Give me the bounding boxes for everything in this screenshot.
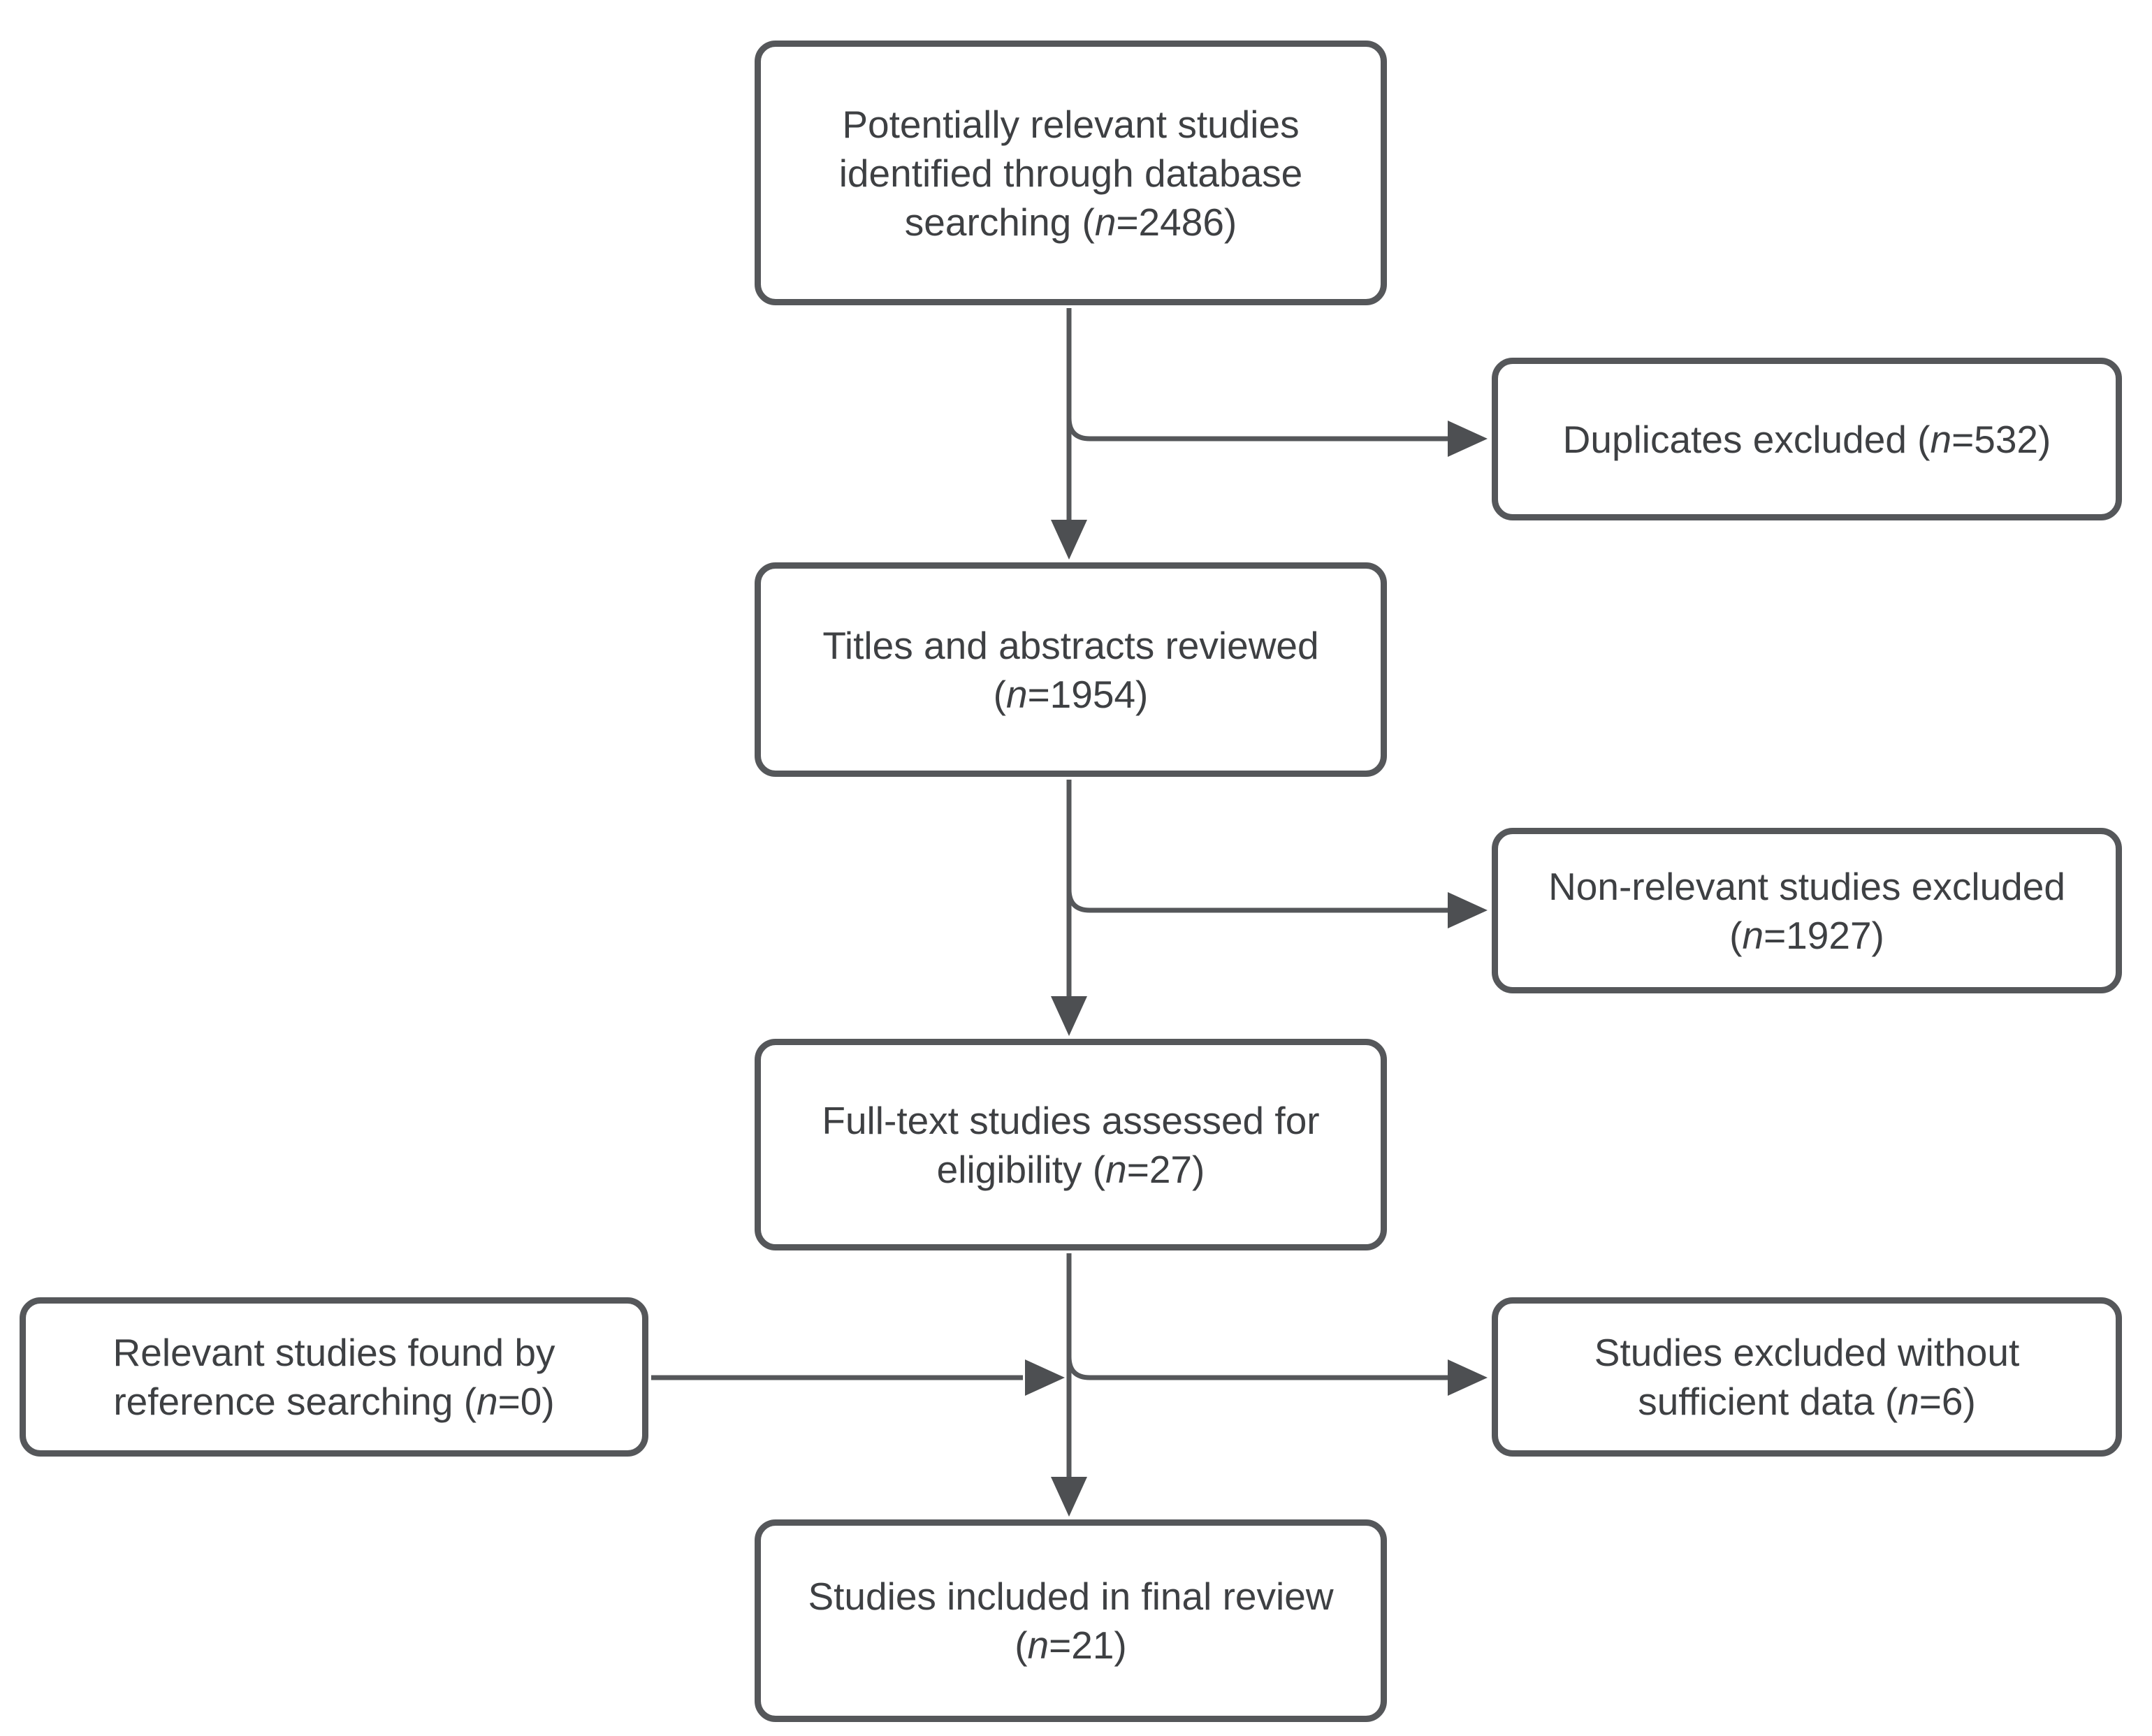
n-symbol: n xyxy=(477,1380,498,1423)
arrowhead-into-excluded xyxy=(1448,1359,1488,1396)
arrowhead-into-final xyxy=(1051,1477,1087,1517)
node-duplicates-excluded: Duplicates excluded (n=532) xyxy=(1492,358,2122,520)
node-fulltext-assessed: Full-text studies assessed for eligibili… xyxy=(755,1039,1387,1250)
node-count: =532) xyxy=(1951,417,2051,461)
node-label: Titles and abstracts reviewed (n=1954) xyxy=(804,621,1337,719)
node-text: Studies included in final review ( xyxy=(808,1575,1334,1667)
node-label: Non-relevant studies excluded (n=1927) xyxy=(1536,862,2077,960)
node-titles-abstracts-reviewed: Titles and abstracts reviewed (n=1954) xyxy=(755,562,1387,777)
connector-branch-duplicates xyxy=(1066,417,1451,442)
node-label: Studies included in final review (n=21) xyxy=(804,1572,1337,1670)
n-symbol: n xyxy=(1005,672,1028,716)
node-text: Relevant studies found by reference sear… xyxy=(112,1331,555,1423)
arrowhead-reference-into-junction xyxy=(1025,1359,1065,1396)
n-symbol: n xyxy=(1027,1624,1049,1667)
node-nonrelevant-excluded: Non-relevant studies excluded (n=1927) xyxy=(1492,828,2122,993)
node-count: =1954) xyxy=(1027,672,1149,716)
n-symbol: n xyxy=(1898,1380,1919,1423)
arrowhead-into-fulltext xyxy=(1051,996,1087,1036)
n-symbol: n xyxy=(1094,200,1117,244)
n-symbol: n xyxy=(1105,1147,1127,1191)
node-included-final-review: Studies included in final review (n=21) xyxy=(755,1519,1387,1722)
node-label: Studies excluded without sufficient data… xyxy=(1536,1328,2077,1426)
node-text: Studies excluded without sufficient data… xyxy=(1594,1331,2020,1423)
node-label: Potentially relevant studies identified … xyxy=(804,100,1337,247)
arrowhead-into-titles xyxy=(1051,520,1087,560)
node-text: Titles and abstracts reviewed ( xyxy=(822,623,1319,716)
node-label: Duplicates excluded (n=532) xyxy=(1563,415,2051,464)
arrowhead-into-nonrelevant xyxy=(1448,892,1488,928)
connector-branch-nonrelevant xyxy=(1066,889,1451,913)
node-count: =2486) xyxy=(1116,200,1237,244)
node-count: =27) xyxy=(1126,1147,1205,1191)
node-text: Non-relevant studies excluded ( xyxy=(1548,864,2065,957)
arrowhead-into-duplicates xyxy=(1448,421,1488,457)
node-reference-searching: Relevant studies found by reference sear… xyxy=(20,1297,648,1457)
node-count: =1927) xyxy=(1764,913,1884,957)
node-text: Duplicates excluded ( xyxy=(1562,417,1931,461)
node-studies-identified: Potentially relevant studies identified … xyxy=(755,41,1387,305)
node-text: Full-text studies assessed for eligibili… xyxy=(822,1098,1320,1191)
n-symbol: n xyxy=(1930,417,1952,461)
node-label: Relevant studies found by reference sear… xyxy=(64,1328,604,1426)
connector-branch-excluded xyxy=(1066,1356,1451,1380)
node-label: Full-text studies assessed for eligibili… xyxy=(804,1096,1337,1194)
node-excluded-insufficient-data: Studies excluded without sufficient data… xyxy=(1492,1297,2122,1457)
node-text: Potentially relevant studies identified … xyxy=(838,102,1303,244)
node-count: =21) xyxy=(1049,1624,1127,1667)
node-count: =0) xyxy=(497,1380,555,1423)
node-count: =6) xyxy=(1919,1380,1976,1423)
n-symbol: n xyxy=(1742,913,1764,957)
